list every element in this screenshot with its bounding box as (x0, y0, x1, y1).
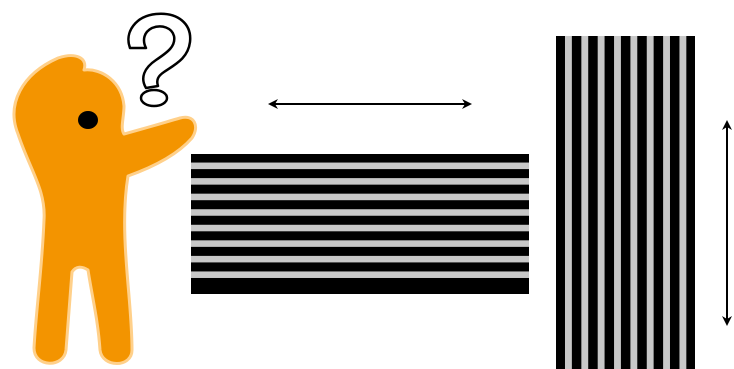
grating-background (191, 154, 529, 294)
light-stripe (191, 271, 529, 278)
light-stripe (663, 36, 670, 369)
horizontal-stripe-grating (191, 154, 529, 294)
light-stripe (191, 162, 529, 170)
light-stripe (191, 178, 529, 185)
light-stripe (614, 36, 621, 369)
question-mark-dot (139, 88, 169, 108)
light-stripe (191, 209, 529, 216)
light-stripe (191, 193, 529, 201)
person-eye (78, 111, 98, 129)
confused-person-icon (12, 54, 197, 365)
question-mark-icon (127, 12, 192, 108)
question-mark-hook (127, 12, 192, 90)
light-stripe (630, 36, 638, 369)
light-stripe (646, 36, 654, 369)
light-stripe (679, 36, 687, 369)
vertical-stripe-grating (556, 36, 695, 369)
light-stripe (597, 36, 605, 369)
grating-background (556, 36, 695, 369)
light-stripe (581, 36, 589, 369)
person-body (12, 54, 197, 365)
light-stripe (191, 255, 529, 263)
light-stripe (191, 240, 529, 247)
light-stripe (191, 224, 529, 232)
light-stripe (564, 36, 572, 369)
